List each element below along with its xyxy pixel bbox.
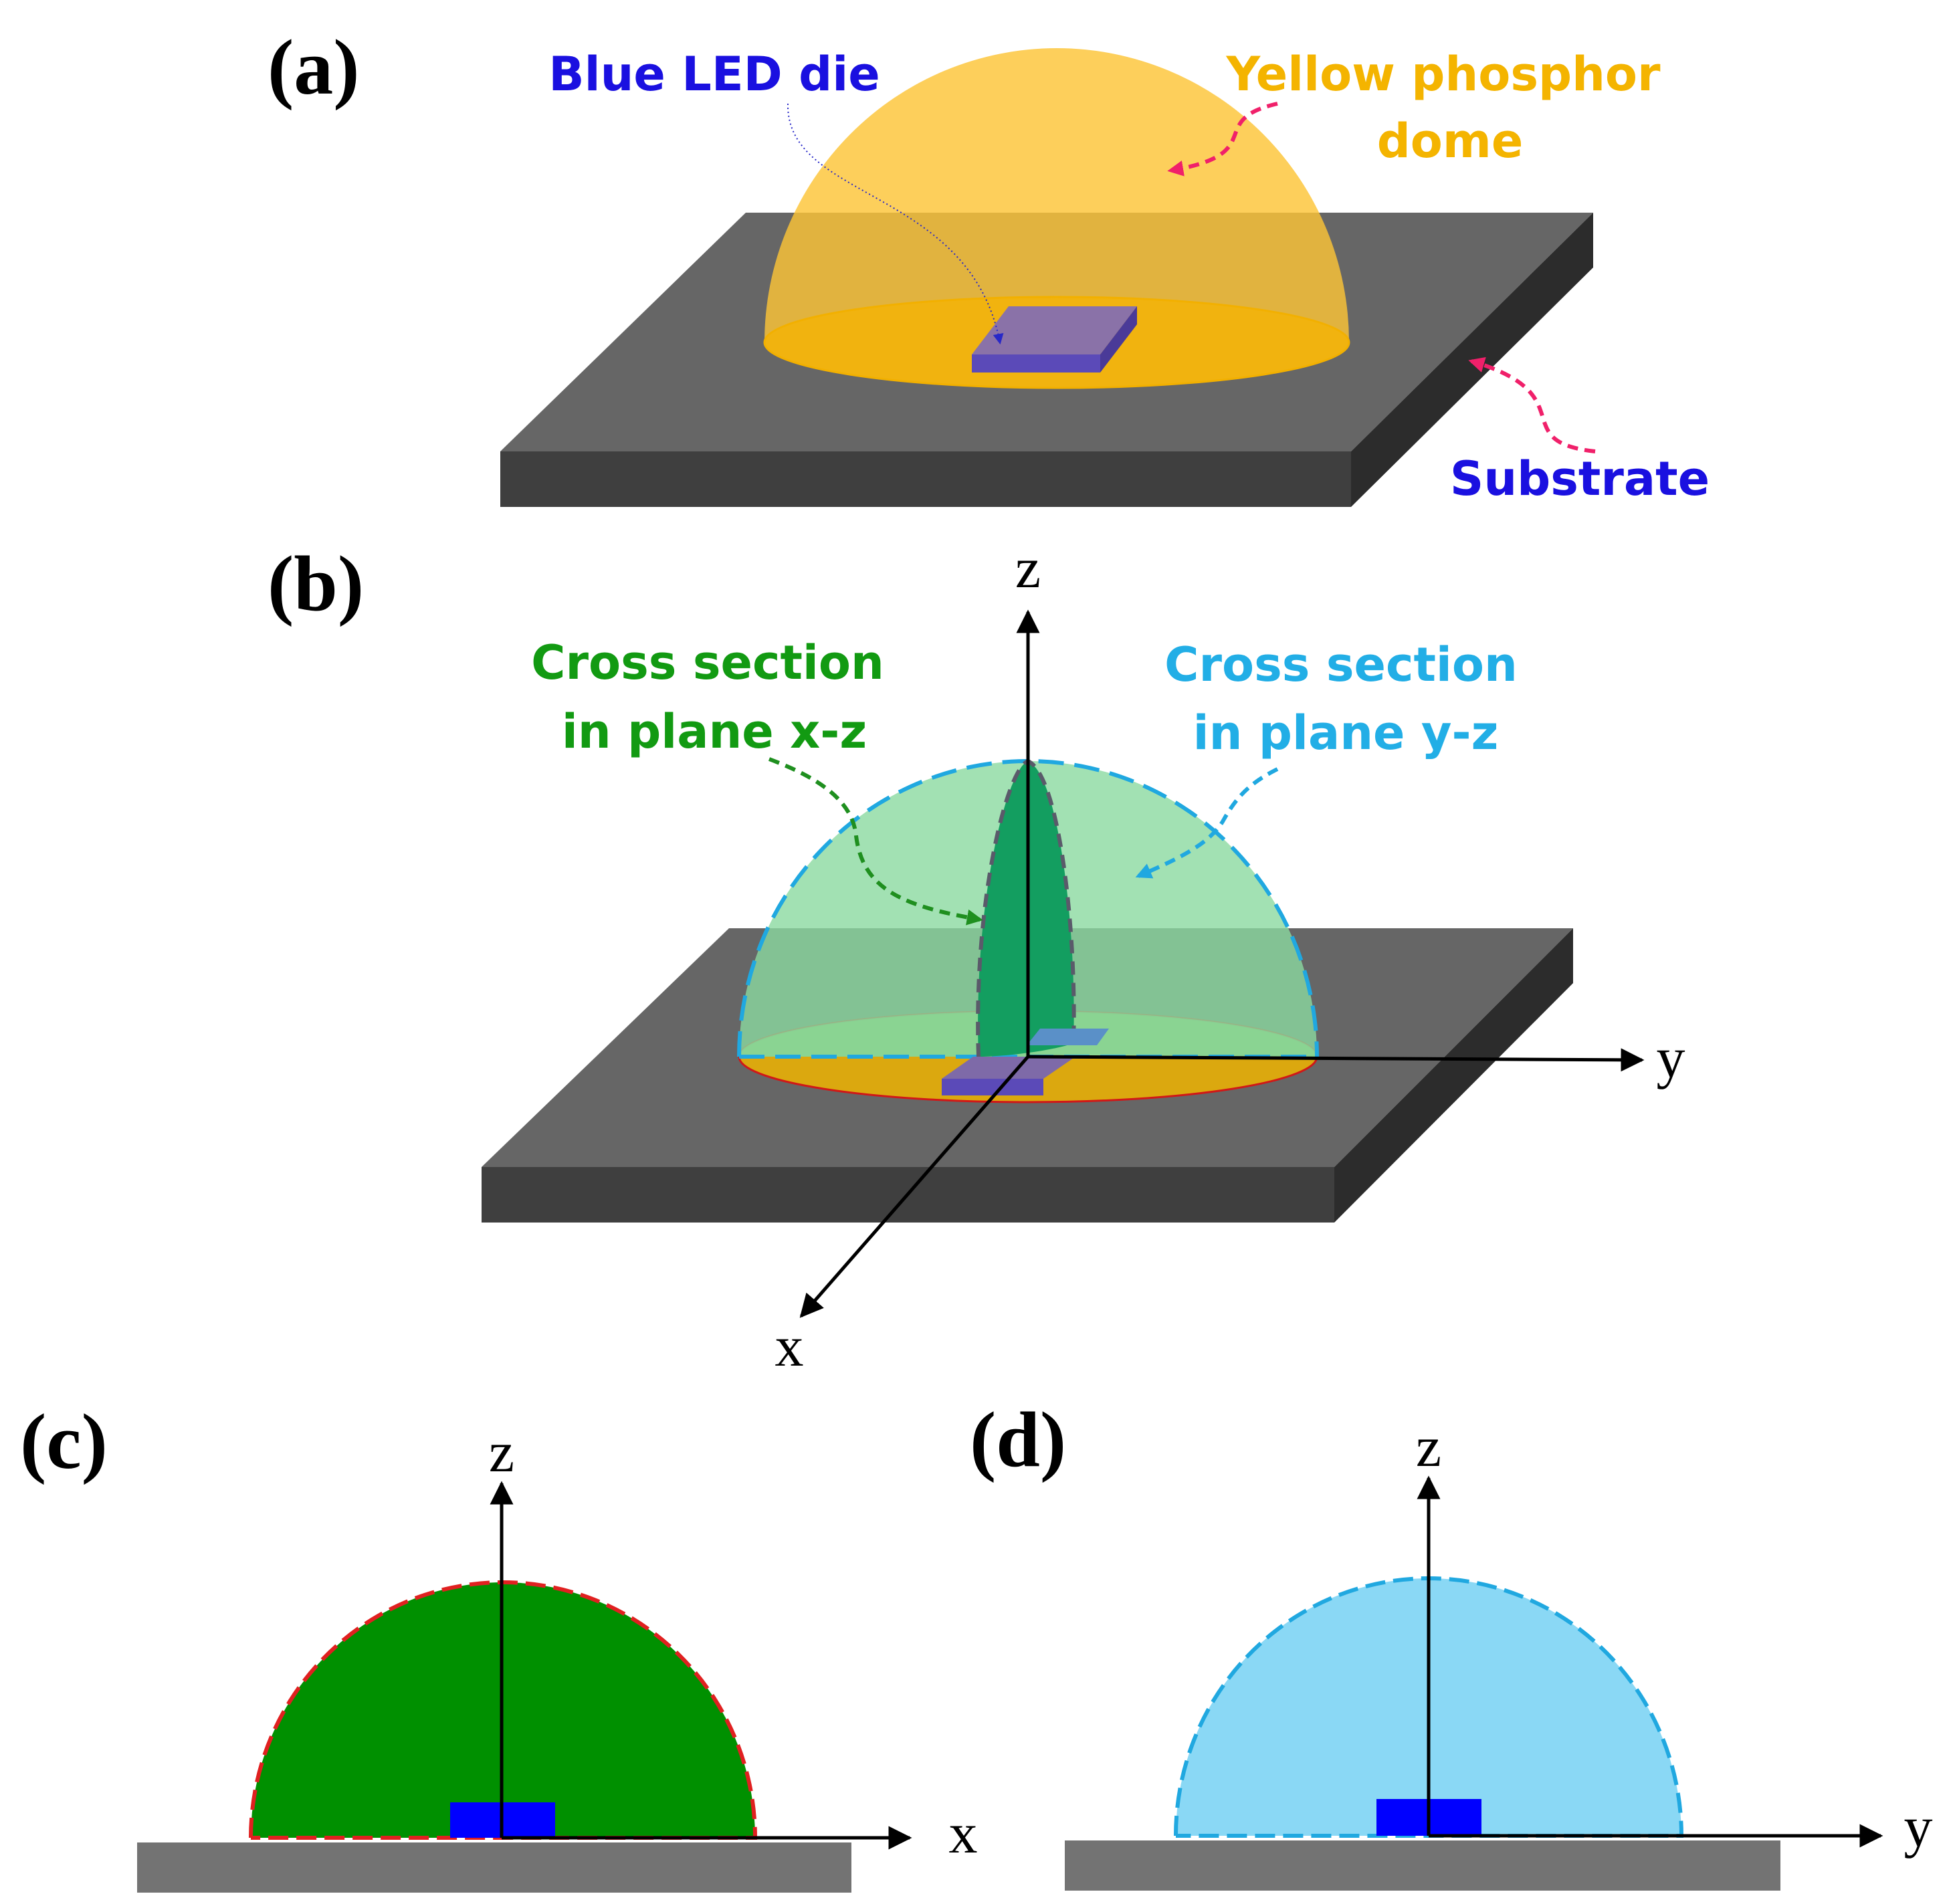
yz-callout-line1: Cross section	[1164, 637, 1518, 692]
dome-callout-line1: Yellow phosphor	[1225, 47, 1661, 102]
die-front-b	[942, 1079, 1043, 1095]
x-axis-b	[799, 1055, 1029, 1318]
die-side-a	[1100, 306, 1137, 373]
x-axis-label-b: x	[775, 1314, 804, 1378]
led-die-a	[972, 306, 1137, 373]
die-front-a	[972, 354, 1100, 373]
die-top-b	[942, 1057, 1075, 1079]
yz-callout-arrow	[1135, 767, 1279, 879]
y-axis-b	[1027, 1048, 1645, 1072]
xz-section-2d-outline	[249, 1580, 758, 1840]
panel-b: (b) z y x Cross section	[268, 536, 1685, 1378]
z-axis-label-d: z	[1416, 1414, 1441, 1479]
z-axis-label-b: z	[1015, 536, 1041, 600]
substrate-callout-arrow	[1468, 356, 1596, 453]
dome-callout-line2: dome	[1377, 114, 1524, 169]
panel-b-label: (b)	[268, 540, 364, 627]
panel-c-label: (c)	[20, 1398, 108, 1485]
die-back-b	[1027, 1029, 1109, 1045]
die-callout-arrow	[787, 103, 1004, 345]
yz-section-2d-outline	[1174, 1576, 1684, 1838]
z-axis-label-c: z	[489, 1420, 514, 1484]
substrate-c	[137, 1842, 851, 1893]
yz-callout-line2: in plane y-z	[1193, 706, 1499, 760]
yz-section-outline	[737, 759, 1319, 1057]
x-axis-label-c: x	[949, 1801, 978, 1865]
substrate-side-b	[1334, 928, 1573, 1223]
y-axis-label-b: y	[1657, 1025, 1685, 1089]
die-top-a	[972, 306, 1137, 354]
dome-callout-arrow	[1167, 102, 1278, 177]
xz-callout-line1: Cross section	[531, 635, 884, 690]
xz-callout-line2: in plane x-z	[562, 704, 867, 759]
panel-d: (d) z y	[970, 1396, 1933, 1891]
die-callout: Blue LED die	[548, 47, 880, 102]
y-axis-label-d: y	[1904, 1794, 1933, 1859]
xz-callout-arrow	[768, 757, 983, 926]
substrate-d	[1065, 1840, 1780, 1891]
substrate-front-a	[500, 451, 1351, 507]
panel-a-label: (a)	[268, 23, 360, 111]
panel-c: (c) z x	[20, 1398, 978, 1893]
substrate-callout: Substrate	[1450, 451, 1710, 506]
led-die-b	[942, 1029, 1109, 1095]
panel-a: (a) Blue LED die Yellow phosphor dome Su…	[268, 23, 1710, 507]
panel-d-label: (d)	[970, 1396, 1066, 1483]
xz-section-3d	[978, 761, 1074, 1057]
